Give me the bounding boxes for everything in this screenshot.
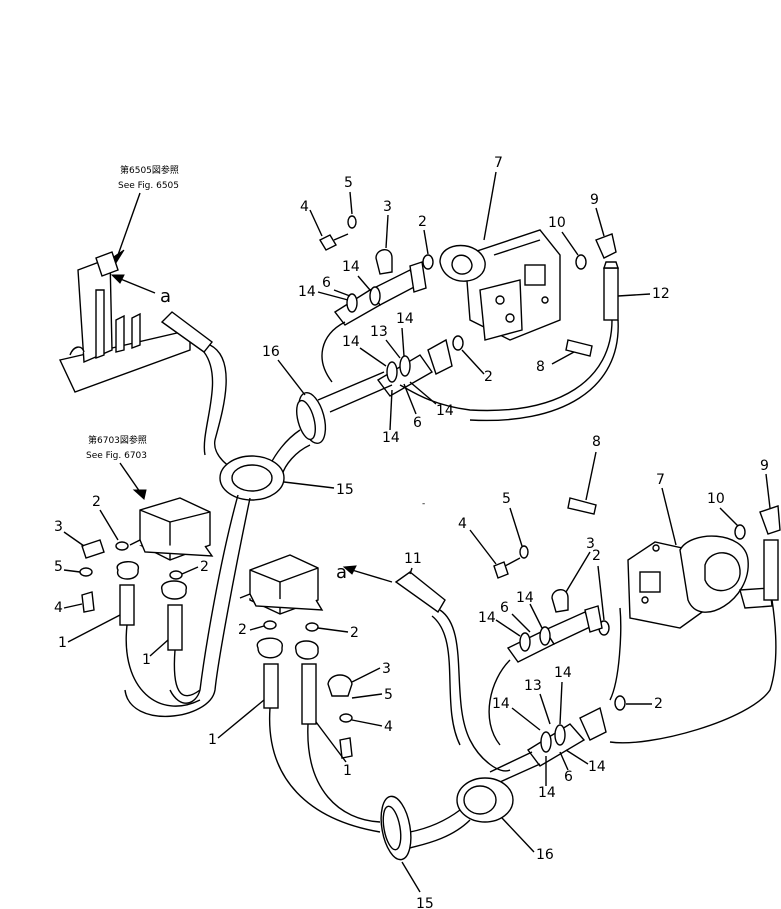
label-6-low-b: 6 <box>564 769 573 785</box>
label-8: 8 <box>536 359 545 375</box>
reference-assembly-left: 第6703図参照 See Fig. 6703 <box>86 434 214 561</box>
pipe-upper <box>329 384 393 413</box>
filter-15-upper <box>219 455 285 501</box>
label-1-mid-a: 1 <box>208 732 217 748</box>
label-4-left: 4 <box>54 600 63 616</box>
label-14-low-e: 14 <box>588 759 606 775</box>
label-15-upper: 15 <box>336 482 354 498</box>
label-3-left: 3 <box>54 519 63 535</box>
filter-16-lower <box>456 777 514 823</box>
label-2: 2 <box>418 214 427 230</box>
label-2-low-a: 2 <box>592 548 601 564</box>
label-9: 9 <box>590 192 599 208</box>
label-2-mid-a: 2 <box>238 622 247 638</box>
reference-assembly-upper: 第6505図参照 See Fig. 6505 a <box>58 164 213 393</box>
label-14-b: 14 <box>298 284 316 300</box>
label-6-low: 6 <box>500 600 509 616</box>
label-4: 4 <box>300 199 309 215</box>
section-mark-a-upper: a <box>160 286 171 307</box>
label-8-low: 8 <box>592 434 601 450</box>
label-3-low: 3 <box>586 536 595 552</box>
left-fittings-upper <box>79 539 187 651</box>
label-15-low: 15 <box>416 896 434 909</box>
label-1-left-b: 1 <box>142 652 151 668</box>
label-1-mid-b: 1 <box>343 763 352 779</box>
label-16: 16 <box>262 344 280 360</box>
label-5-mid: 5 <box>384 687 393 703</box>
label-2-low-b: 2 <box>654 696 663 712</box>
label-5: 5 <box>344 175 353 191</box>
label-5-left: 5 <box>54 559 63 575</box>
filter-15-lower <box>380 795 412 861</box>
label-9-low: 9 <box>760 458 769 474</box>
label-4-low: 4 <box>458 516 467 532</box>
label-4-mid: 4 <box>384 719 393 735</box>
center-mark: - <box>422 499 425 509</box>
label-10: 10 <box>548 215 566 231</box>
reference-upper-jp: 第6505図参照 <box>120 164 179 176</box>
section-mark-a-lower: a <box>336 562 347 583</box>
label-13: 13 <box>370 324 388 340</box>
pump-lower <box>627 535 773 629</box>
lower-fittings <box>493 497 781 767</box>
label-6: 6 <box>322 275 331 291</box>
upper-fittings <box>319 215 619 397</box>
label-6b: 6 <box>413 415 422 431</box>
label-13-low: 13 <box>524 678 542 694</box>
label-16-low: 16 <box>536 847 554 863</box>
label-10-low: 10 <box>707 491 725 507</box>
label-14-low-b: 14 <box>516 590 534 606</box>
label-14-a: 14 <box>342 259 360 275</box>
label-2-left-a: 2 <box>92 494 101 510</box>
valve-block-middle <box>239 554 353 759</box>
label-14-low-a: 14 <box>478 610 496 626</box>
label-7: 7 <box>494 155 503 171</box>
reference-left-en: See Fig. 6703 <box>86 451 147 461</box>
label-14-e: 14 <box>436 403 454 419</box>
reference-left-jp: 第6703図参照 <box>88 434 147 446</box>
label-14-low-c: 14 <box>554 665 572 681</box>
label-14-low-f: 14 <box>538 785 556 801</box>
label-7-low: 7 <box>656 472 665 488</box>
label-2b: 2 <box>484 369 493 385</box>
label-14-low-d: 14 <box>492 696 510 712</box>
filter-16-upper <box>295 391 327 445</box>
reference-upper-en: See Fig. 6505 <box>118 181 179 191</box>
label-2-mid-b: 2 <box>350 625 359 641</box>
label-14-f: 14 <box>382 430 400 446</box>
label-5-low: 5 <box>502 491 511 507</box>
part-labels: 5 4 3 2 7 9 10 12 8 2 14 6 14 16 13 14 1… <box>54 155 771 909</box>
hose-upper-left <box>209 344 241 471</box>
label-3-mid: 3 <box>382 661 391 677</box>
label-11: 11 <box>404 551 422 567</box>
label-1-left-a: 1 <box>58 635 67 651</box>
label-2-left-b: 2 <box>200 559 209 575</box>
label-14-c: 14 <box>396 311 414 327</box>
label-3: 3 <box>383 199 392 215</box>
label-12: 12 <box>652 286 670 302</box>
label-14-d: 14 <box>342 334 360 350</box>
pump-upper <box>439 229 561 341</box>
